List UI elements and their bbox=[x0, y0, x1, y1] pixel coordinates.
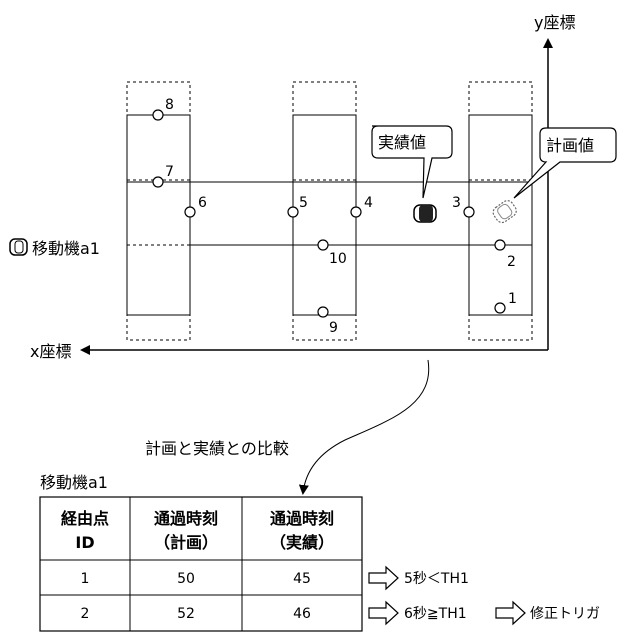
comparison-arrow bbox=[303, 360, 429, 493]
svg-text:8: 8 bbox=[165, 97, 174, 113]
header-planned-2: （計画） bbox=[154, 533, 218, 552]
svg-text:実績値: 実績値 bbox=[378, 133, 426, 152]
waypoint-9: 9 bbox=[318, 307, 338, 336]
callout-actual: 実績値 bbox=[372, 126, 452, 198]
legend-label: 移動機a1 bbox=[32, 239, 100, 258]
svg-text:2: 2 bbox=[507, 254, 516, 270]
waypoint-10: 10 bbox=[318, 240, 347, 267]
svg-text:7: 7 bbox=[165, 164, 174, 180]
svg-text:5: 5 bbox=[299, 195, 308, 211]
header-waypoint-id-2: ID bbox=[75, 533, 94, 552]
y-axis-label: y座標 bbox=[534, 13, 575, 32]
waypoint-1: 1 bbox=[495, 291, 517, 313]
waypoint-3: 3 bbox=[452, 195, 474, 217]
table-title: 移動機a1 bbox=[40, 473, 108, 492]
row2-planned: 52 bbox=[177, 606, 195, 622]
row2-trigger: 修正トリガ bbox=[530, 606, 600, 622]
x-axis-label: x座標 bbox=[30, 342, 71, 361]
svg-text:1: 1 bbox=[508, 291, 517, 307]
shelf-left bbox=[127, 82, 190, 340]
svg-text:3: 3 bbox=[452, 195, 461, 211]
comparison-table: 経由点 ID 通過時刻 （計画） 通過時刻 （実績） 1 50 45 2 52 … bbox=[40, 497, 362, 631]
waypoint-7: 7 bbox=[153, 164, 174, 187]
header-planned-1: 通過時刻 bbox=[154, 509, 218, 528]
svg-text:10: 10 bbox=[329, 251, 347, 267]
svg-text:4: 4 bbox=[364, 195, 373, 211]
legend-robot-icon bbox=[10, 239, 27, 255]
svg-text:9: 9 bbox=[329, 320, 338, 336]
row2-trigger-arrow-icon bbox=[496, 602, 525, 624]
waypoint-6: 6 bbox=[185, 195, 207, 217]
header-actual-2: （実績） bbox=[270, 533, 334, 552]
callout-planned: 計画値 bbox=[514, 128, 616, 198]
row1-planned: 50 bbox=[177, 571, 195, 587]
waypoint-5: 5 bbox=[288, 195, 308, 217]
comparison-label: 計画と実績との比較 bbox=[145, 439, 289, 458]
row2-result: 6秒≧TH1 bbox=[404, 606, 467, 622]
shelf-middle bbox=[293, 82, 356, 340]
row2-actual: 46 bbox=[293, 606, 311, 622]
waypoint-8: 8 bbox=[153, 97, 174, 120]
row1-id: 1 bbox=[81, 571, 90, 587]
svg-text:6: 6 bbox=[198, 195, 207, 211]
row2-id: 2 bbox=[81, 606, 90, 622]
header-waypoint-id-1: 経由点 bbox=[61, 509, 109, 528]
row1-result: 5秒＜TH1 bbox=[404, 571, 469, 587]
robot-planned-icon bbox=[491, 198, 519, 225]
row1-result-arrow-icon bbox=[369, 567, 398, 589]
waypoint-4: 4 bbox=[351, 195, 373, 217]
robot-actual-icon bbox=[414, 205, 436, 222]
row1-actual: 45 bbox=[293, 571, 311, 587]
svg-text:計画値: 計画値 bbox=[546, 136, 594, 155]
row2-result-arrow-icon bbox=[369, 602, 398, 624]
header-actual-1: 通過時刻 bbox=[270, 509, 334, 528]
